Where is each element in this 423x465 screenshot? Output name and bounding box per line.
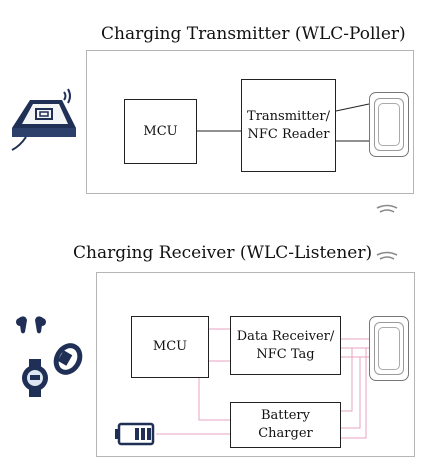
tag-label-line2: NFC Tag — [256, 346, 315, 362]
transmitter-mcu-label: MCU — [143, 123, 178, 139]
tag-label-line1: Data Receiver/ — [236, 328, 335, 344]
charging-pad-icon — [11, 88, 76, 151]
receiver-pink-lines — [156, 328, 369, 439]
battery-icon — [115, 422, 155, 446]
charger-label-line1: Battery — [260, 408, 310, 423]
reader-label-line1: Transmitter/ — [247, 108, 330, 124]
transmitter-antenna-coil-icon — [369, 92, 409, 157]
wireless-wave-icon — [376, 204, 398, 213]
receiver-title: Charging Receiver (WLC-Listener) — [73, 243, 373, 263]
receiver-mcu-block: MCU — [131, 316, 209, 378]
fitness-band-icon — [53, 343, 83, 375]
smartwatch-icon — [22, 359, 48, 397]
battery-charger-block: Battery Charger — [230, 402, 341, 448]
receiver-antenna-coil-icon — [369, 316, 409, 381]
wireless-wave-icon — [376, 251, 398, 260]
transmitter-nfc-reader-block: Transmitter/ NFC Reader — [241, 79, 336, 172]
receiver-mcu-label: MCU — [152, 339, 188, 354]
reader-label-line2: NFC Reader — [247, 126, 330, 142]
earbuds-icon — [16, 316, 46, 334]
charger-label-line2: Charger — [258, 426, 313, 441]
receiver-nfc-tag-block: Data Receiver/ NFC Tag — [230, 316, 341, 375]
transmitter-title: Charging Transmitter (WLC-Poller) — [101, 24, 406, 44]
reader-to-coil-top-line — [335, 103, 370, 112]
transmitter-mcu-block: MCU — [124, 99, 197, 164]
